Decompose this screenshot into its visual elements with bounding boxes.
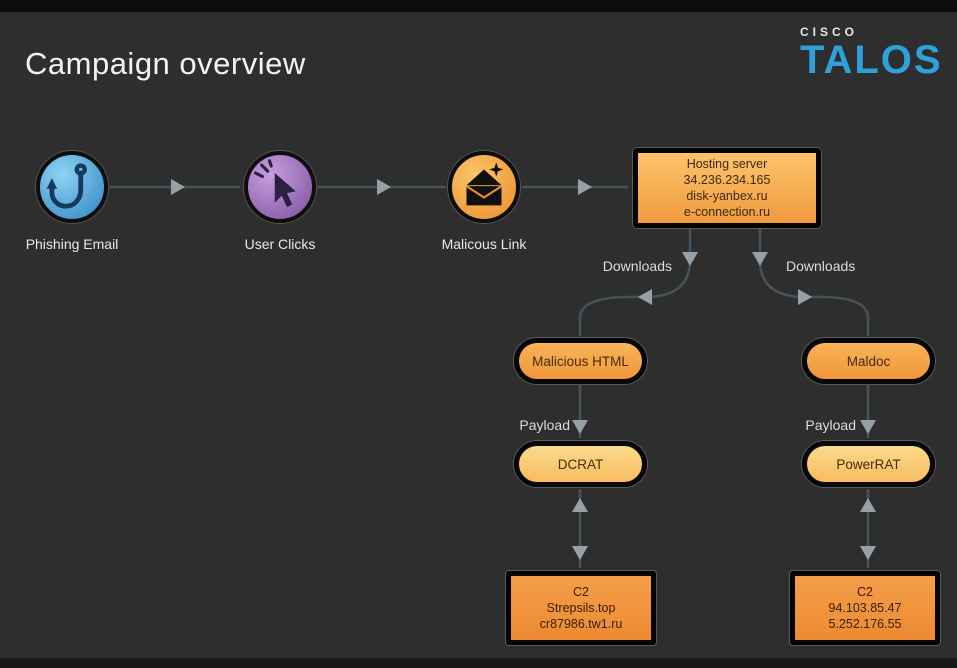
user-clicks-label: User Clicks bbox=[244, 236, 316, 252]
malicious-html-node: Malicious HTML bbox=[514, 338, 647, 384]
c2-left-box: C2 Strepsils.top cr87986.tw1.ru bbox=[506, 571, 656, 645]
downloads-right-label: Downloads bbox=[786, 258, 856, 274]
arrowhead-right-icon bbox=[171, 179, 185, 195]
maldoc-label: Maldoc bbox=[846, 353, 891, 369]
arrowhead-down-icon bbox=[572, 420, 588, 434]
talos-wordmark: TALOS bbox=[800, 38, 943, 82]
user-clicks-node bbox=[244, 151, 316, 223]
arrowhead-right-icon bbox=[578, 179, 592, 195]
c2-right-ip: 5.252.176.55 bbox=[828, 617, 902, 631]
downloads-left-label: Downloads bbox=[602, 258, 672, 274]
c2-left-domain: Strepsils.top bbox=[546, 601, 616, 615]
payload-right-label: Payload bbox=[805, 417, 856, 433]
hosting-server-ip: 34.236.234.165 bbox=[683, 173, 771, 187]
hosting-server-box: Hosting server 34.236.234.165 disk-yanbe… bbox=[633, 148, 821, 228]
arrowhead-up-icon bbox=[572, 498, 588, 512]
arrowhead-down-icon bbox=[682, 252, 698, 266]
arrowhead-left-icon bbox=[638, 289, 652, 305]
arrowhead-right-icon bbox=[377, 179, 391, 195]
dcrat-node: DCRAT bbox=[514, 441, 647, 487]
arrowhead-right-icon bbox=[798, 289, 812, 305]
maldoc-node: Maldoc bbox=[802, 338, 935, 384]
c2-left-domain: cr87986.tw1.ru bbox=[539, 617, 623, 631]
cisco-wordmark: CISCO bbox=[800, 25, 859, 39]
arrowhead-down-icon bbox=[860, 420, 876, 434]
arrowhead-up-icon bbox=[860, 498, 876, 512]
powerrat-label: PowerRAT bbox=[836, 456, 901, 472]
powerrat-node: PowerRAT bbox=[802, 441, 935, 487]
arrowhead-down-icon bbox=[572, 546, 588, 560]
hosting-server-domain: disk-yanbex.ru bbox=[686, 189, 768, 203]
hosting-server-domain: e-connection.ru bbox=[683, 205, 771, 219]
bottom-border-strip bbox=[0, 658, 957, 668]
c2-left-title: C2 bbox=[573, 585, 589, 599]
phishing-email-node bbox=[36, 151, 108, 223]
top-border-strip bbox=[0, 0, 957, 12]
payload-left-label: Payload bbox=[519, 417, 570, 433]
malicious-link-label: Malicous Link bbox=[441, 236, 527, 252]
malicious-html-label: Malicious HTML bbox=[532, 353, 629, 369]
hosting-server-title: Hosting server bbox=[686, 157, 768, 171]
cursor-click-icon bbox=[253, 159, 296, 208]
cisco-talos-logo: CISCO TALOS bbox=[800, 25, 942, 81]
malicious-envelope-icon bbox=[465, 162, 504, 206]
arrowhead-down-icon bbox=[752, 252, 768, 266]
page-title: Campaign overview bbox=[25, 46, 306, 81]
arrowhead-down-icon bbox=[860, 546, 876, 560]
hook-icon bbox=[46, 163, 87, 209]
c2-right-box: C2 94.103.85.47 5.252.176.55 bbox=[790, 571, 940, 645]
malicious-link-node bbox=[448, 151, 520, 223]
phishing-email-label: Phishing Email bbox=[25, 236, 119, 252]
c2-right-title: C2 bbox=[857, 585, 873, 599]
dcrat-label: DCRAT bbox=[557, 456, 604, 472]
c2-right-ip: 94.103.85.47 bbox=[828, 601, 902, 615]
